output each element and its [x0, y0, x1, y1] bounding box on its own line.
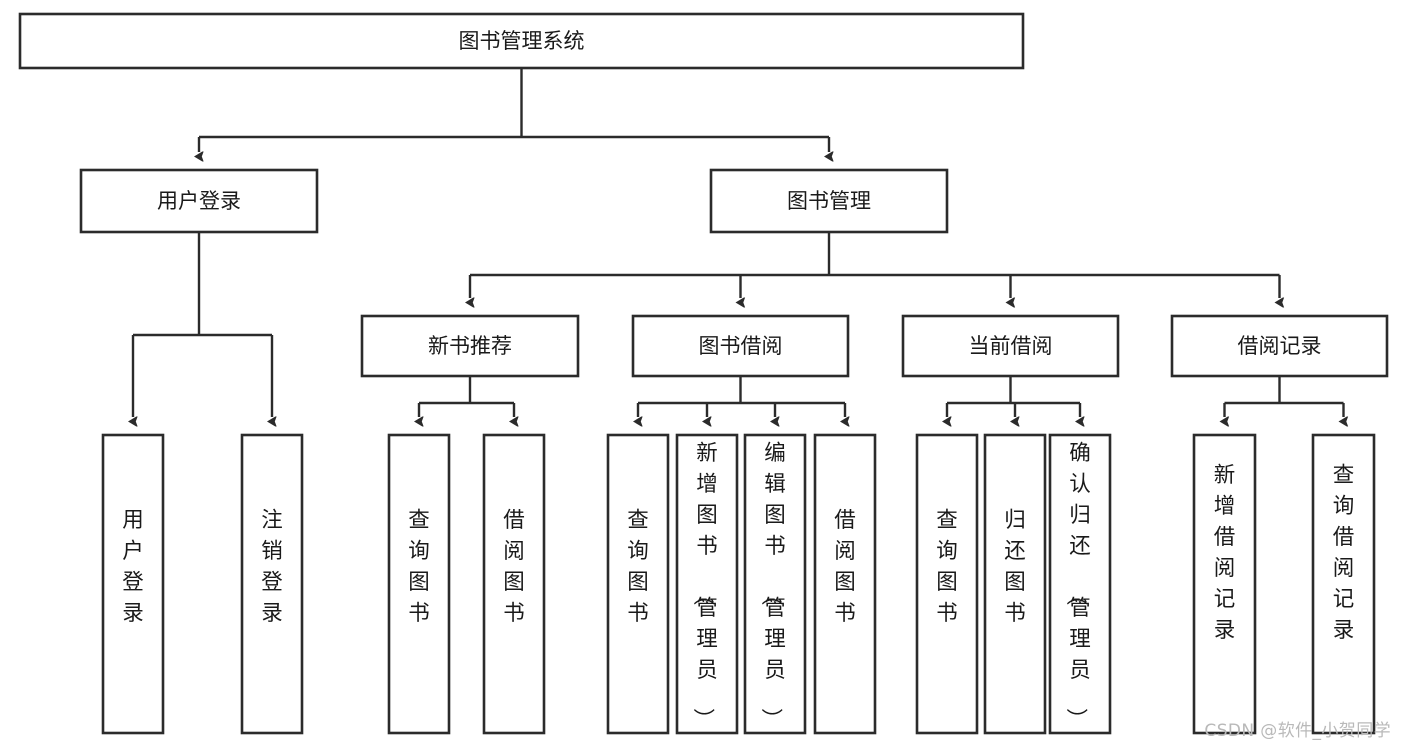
- node-user-login[interactable]: 用户登录: [79, 168, 319, 234]
- node-new-book-recommend[interactable]: 新书推荐: [360, 314, 580, 378]
- leaf-query-book-current[interactable]: 查询图书: [915, 433, 979, 735]
- node-root-system[interactable]: 图书管理系统: [18, 12, 1025, 70]
- leaf-logout[interactable]: 注销登录: [240, 433, 304, 735]
- leaf-return-book-label: 归还图书: [1004, 508, 1026, 626]
- leaf-query-borrow-record[interactable]: 查询借阅记录: [1311, 433, 1376, 735]
- leaf-query-book-current-label: 查询图书: [936, 508, 958, 626]
- node-borrow-record[interactable]: 借阅记录: [1170, 314, 1389, 378]
- connector-bookmgmt-to-level3: [470, 232, 1280, 298]
- node-new-book-recommend-label: 新书推荐: [428, 334, 512, 358]
- connector-newbook-to-leaves: [419, 376, 514, 417]
- leaf-edit-book-admin[interactable]: 编辑图书（管理员）: [743, 433, 807, 735]
- leaf-query-book-borrow[interactable]: 查询图书: [606, 433, 670, 735]
- leaf-confirm-return-admin[interactable]: 确认归还（管理员）: [1048, 433, 1112, 735]
- node-book-borrow-label: 图书借阅: [699, 334, 783, 358]
- node-book-management[interactable]: 图书管理: [709, 168, 949, 234]
- node-borrow-record-label: 借阅记录: [1238, 334, 1322, 358]
- leaf-query-book-newbook[interactable]: 查询图书: [387, 433, 451, 735]
- node-user-login-label: 用户登录: [157, 189, 241, 213]
- node-current-borrow[interactable]: 当前借阅: [901, 314, 1120, 378]
- leaf-add-book-admin[interactable]: 新增图书（管理员）: [675, 433, 739, 735]
- leaf-confirm-return-admin-label: 确认归还（管理员）: [1063, 441, 1091, 730]
- leaf-query-borrow-record-label: 查询借阅记录: [1333, 463, 1355, 643]
- node-book-borrow[interactable]: 图书借阅: [631, 314, 850, 378]
- leaf-add-book-admin-label: 新增图书（管理员）: [690, 441, 718, 730]
- connector-userlogin-to-leaves: [133, 232, 272, 417]
- connector-borrow-to-leaves: [638, 376, 845, 417]
- leaf-logout-label: 注销登录: [261, 508, 283, 626]
- leaf-user-login-label: 用户登录: [122, 508, 144, 626]
- leaf-borrow-book-borrow[interactable]: 借阅图书: [813, 433, 877, 735]
- leaf-borrow-book-borrow-label: 借阅图书: [834, 508, 856, 626]
- leaf-query-book-newbook-label: 查询图书: [408, 508, 430, 626]
- leaf-edit-book-admin-label: 编辑图书（管理员）: [758, 441, 786, 730]
- leaf-query-book-borrow-label: 查询图书: [627, 508, 649, 626]
- csdn-watermark: CSDN @软件_小贺同学: [1204, 721, 1391, 741]
- node-current-borrow-label: 当前借阅: [969, 334, 1053, 358]
- node-root-label: 图书管理系统: [459, 29, 585, 53]
- node-book-management-label: 图书管理: [787, 189, 871, 213]
- leaf-add-borrow-record-label: 新增借阅记录: [1214, 463, 1236, 643]
- leaf-borrow-book-newbook[interactable]: 借阅图书: [482, 433, 546, 735]
- connector-record-to-leaves: [1225, 376, 1344, 417]
- leaf-user-login[interactable]: 用户登录: [101, 433, 165, 735]
- leaf-borrow-book-newbook-label: 借阅图书: [503, 508, 525, 626]
- connector-current-to-leaves: [947, 376, 1080, 417]
- leaf-add-borrow-record[interactable]: 新增借阅记录: [1192, 433, 1257, 735]
- leaf-return-book[interactable]: 归还图书: [983, 433, 1047, 735]
- connector-root-to-level2: [199, 68, 829, 152]
